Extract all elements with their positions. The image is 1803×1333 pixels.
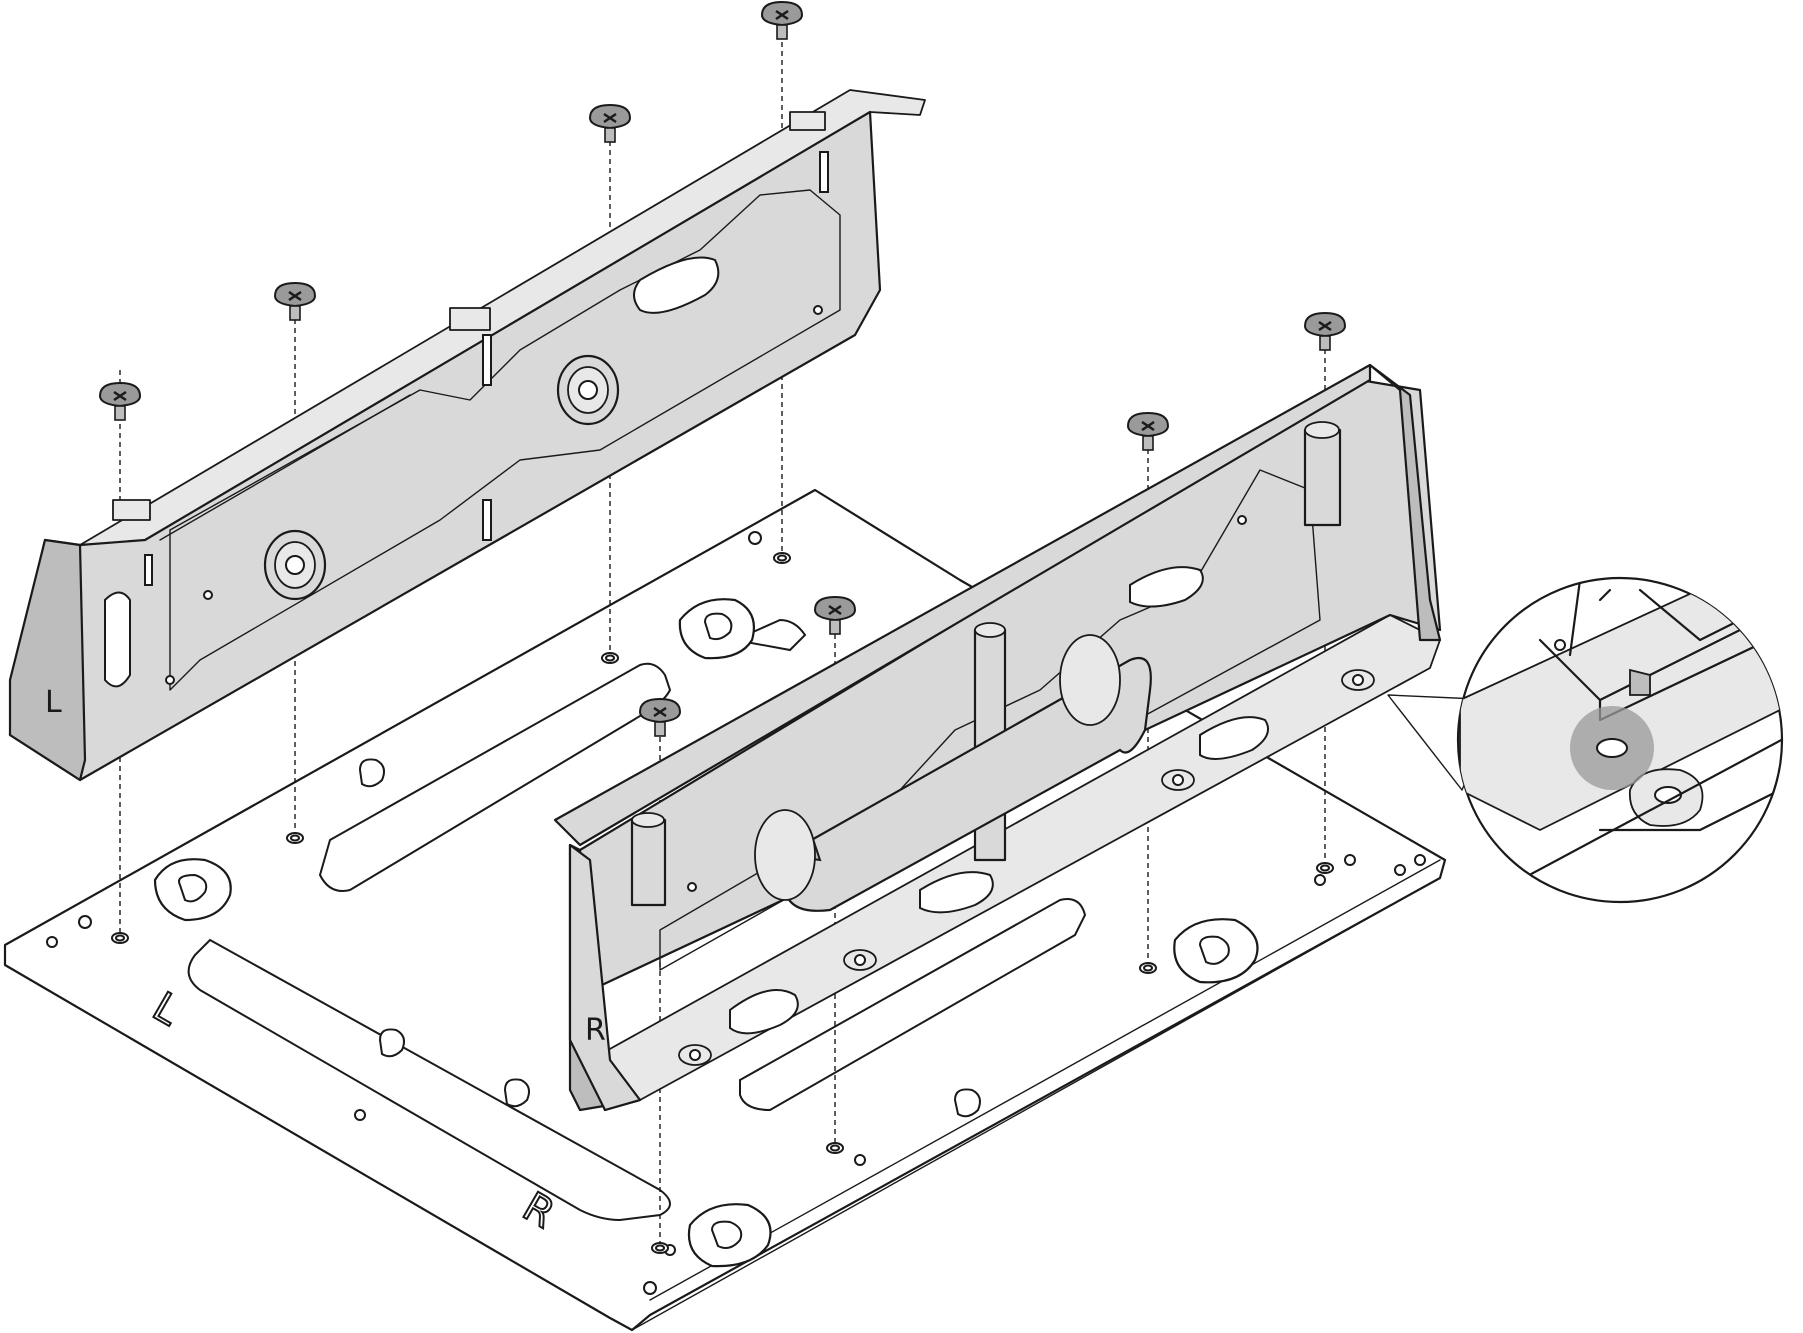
keyhole-mount (678, 598, 756, 660)
keyhole-mount (153, 858, 232, 922)
mount-hole (1316, 862, 1334, 874)
mount-hole (826, 1142, 844, 1154)
right-bracket-label: R (585, 1013, 606, 1048)
screw-icon (588, 103, 632, 143)
standoff (1303, 421, 1342, 527)
mount-hole (111, 932, 129, 944)
right-bracket: R (553, 363, 1442, 1112)
screw-icon (1303, 311, 1347, 351)
screws (98, 0, 1347, 737)
mount-hole (651, 1242, 669, 1254)
screw-icon (273, 281, 317, 321)
mount-hole (773, 552, 791, 564)
handle (754, 634, 1152, 912)
rivet (1341, 669, 1375, 691)
left-bracket: L (8, 89, 926, 782)
detail-callout (1387, 576, 1784, 904)
mount-hole (286, 832, 304, 844)
standoff (630, 812, 667, 907)
keyhole-mount (1173, 918, 1259, 984)
left-bracket-label: L (45, 685, 62, 720)
rivet (1161, 769, 1195, 791)
screw-icon (1126, 411, 1170, 451)
mount-hole (1139, 962, 1157, 974)
mount-hole (601, 652, 619, 664)
screw-icon (638, 697, 682, 737)
screw-icon (760, 0, 804, 40)
screw-icon (98, 381, 142, 421)
rivet (263, 529, 327, 601)
keyhole-mount (687, 1203, 772, 1268)
rivet (843, 949, 877, 971)
rivet (556, 354, 620, 426)
screw-icon (813, 595, 857, 635)
rivet (678, 1044, 712, 1066)
